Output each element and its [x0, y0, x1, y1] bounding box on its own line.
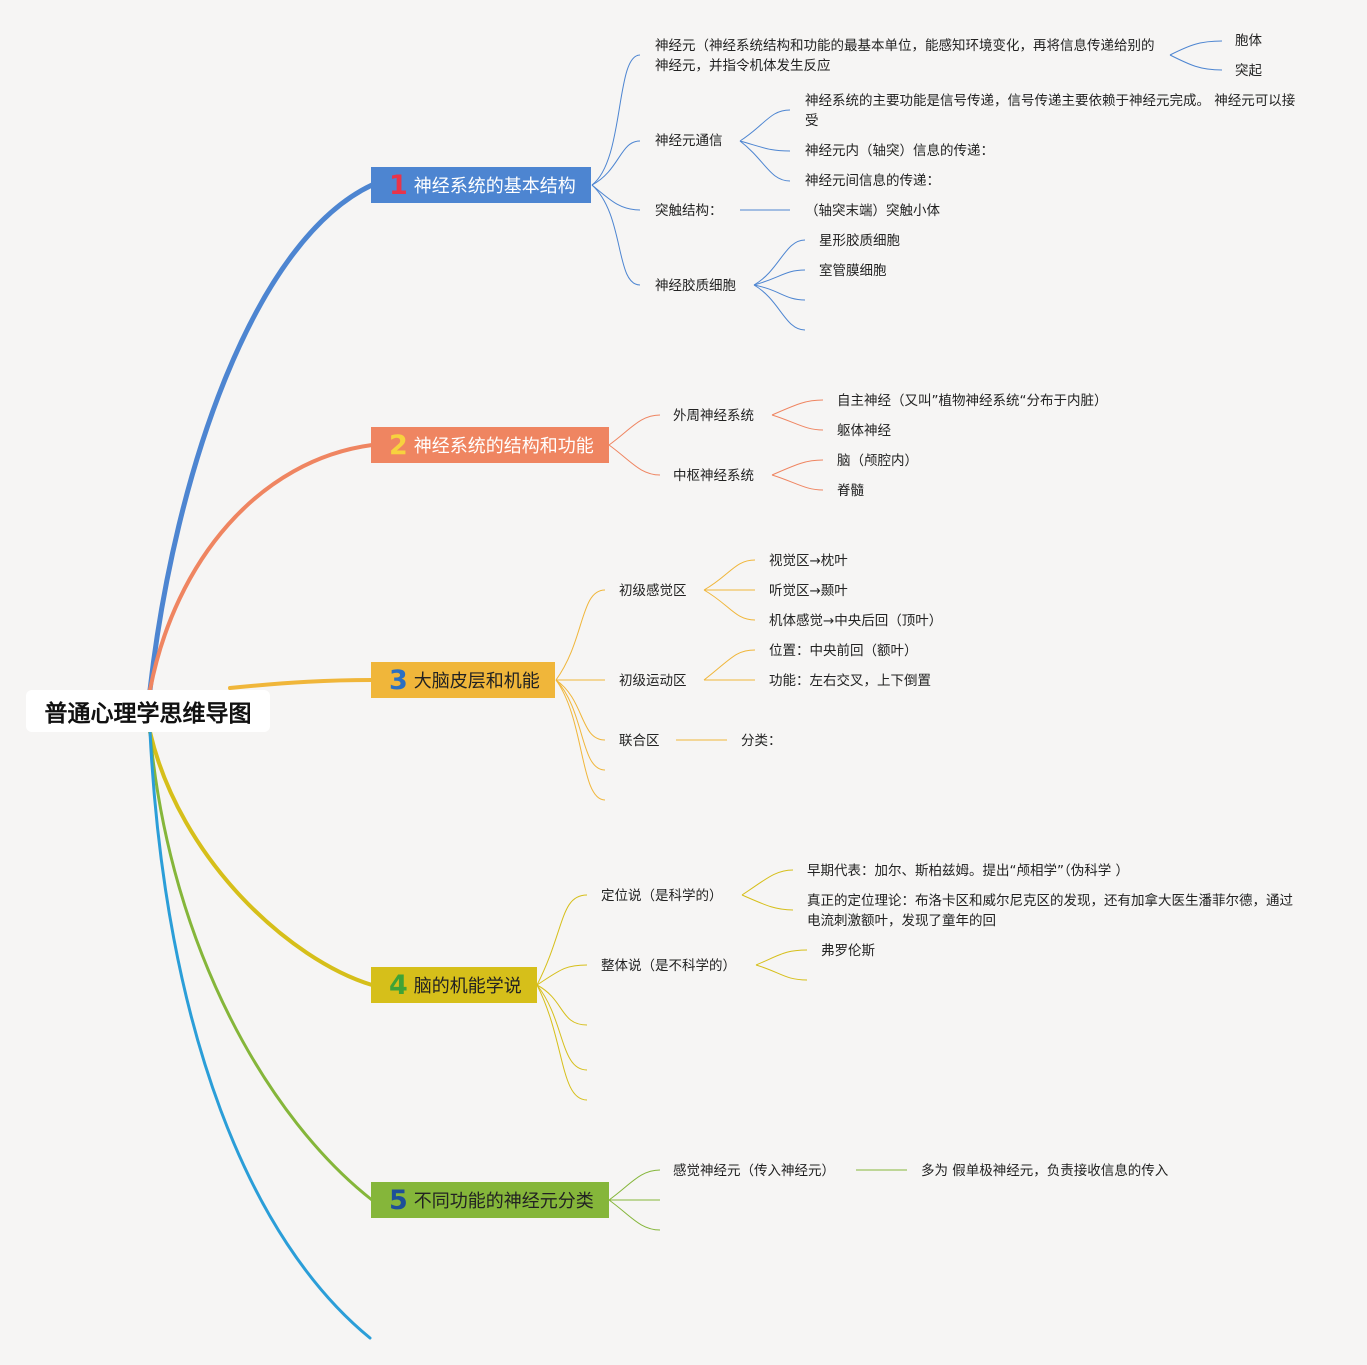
branch-2-topic[interactable]: 2 神经系统的结构和功能: [371, 427, 609, 463]
trunk-5: [148, 730, 374, 1202]
branch-5-topic[interactable]: 5 不同功能的神经元分类: [371, 1182, 609, 1218]
node-neuron[interactable]: 神经元（神经系统结构和功能的最基本单位，能感知环境变化，再将信息传递给别的神经元…: [655, 38, 1155, 74]
branch-number: 2: [389, 429, 408, 461]
node-synaptic-knob[interactable]: （轴突末端）突触小体: [805, 203, 940, 219]
node-processes[interactable]: 突起: [1235, 63, 1262, 79]
node-inter-neuron[interactable]: 神经元间信息的传递：: [805, 173, 940, 189]
node-brain[interactable]: 脑（颅腔内）: [837, 453, 918, 469]
node-true-localization[interactable]: 真正的定位理论：布洛卡区和威尔尼克区的发现，还有加拿大医生潘菲尔德，通过电流刺激…: [807, 893, 1293, 929]
node-visual-area[interactable]: 视觉区→枕叶: [769, 553, 848, 569]
node-somatosensory[interactable]: 机体感觉→中央后回（顶叶）: [769, 613, 943, 629]
node-ependymal[interactable]: 室管膜细胞: [819, 263, 887, 279]
branch-label: 神经系统的结构和功能: [413, 436, 594, 457]
branch-number: 1: [389, 169, 408, 201]
branch-number: 5: [389, 1184, 408, 1216]
branch-number: 4: [389, 969, 408, 1001]
branch-label: 大脑皮层和机能: [413, 671, 540, 692]
node-association-area[interactable]: 联合区: [619, 733, 660, 749]
node-early-representatives[interactable]: 早期代表：加尔、斯柏兹姆。提出“颅相学”（伪科学 ）: [807, 863, 1130, 879]
trunk-3: [228, 678, 374, 690]
node-holistic-theory[interactable]: 整体说（是不科学的）: [601, 958, 736, 974]
branch-label: 脑的机能学说: [413, 976, 522, 997]
branch-1-topic[interactable]: 1 神经系统的基本结构: [371, 167, 591, 203]
node-flourens[interactable]: 弗罗伦斯: [821, 943, 875, 959]
branch-label: 神经系统的基本结构: [413, 176, 576, 197]
node-intra-neuron[interactable]: 神经元内（轴突）信息的传递：: [805, 143, 994, 159]
node-peripheral[interactable]: 外周神经系统: [673, 408, 754, 424]
branch-3-topic[interactable]: 3 大脑皮层和机能: [371, 662, 555, 698]
node-autonomic[interactable]: 自主神经（又叫”植物神经系统“分布于内脏）: [837, 393, 1108, 409]
branch-label: 不同功能的神经元分类: [413, 1191, 594, 1212]
node-spinal-cord[interactable]: 脊髓: [837, 483, 864, 499]
trunk-6: [148, 730, 372, 1340]
node-glia[interactable]: 神经胶质细胞: [655, 278, 736, 294]
node-motor-location[interactable]: 位置：中央前回（额叶）: [769, 643, 918, 659]
node-astrocyte[interactable]: 星形胶质细胞: [819, 233, 900, 249]
node-neuron-communication[interactable]: 神经元通信: [655, 133, 723, 149]
node-pseudounipolar[interactable]: 多为 假单极神经元，负责接收信息的传入: [921, 1163, 1169, 1179]
node-signal-transmission[interactable]: 神经系统的主要功能是信号传递，信号传递主要依赖于神经元完成。 神经元可以接受: [805, 93, 1296, 129]
node-classification[interactable]: 分类：: [741, 733, 782, 749]
node-motor-function[interactable]: 功能：左右交叉，上下倒置: [769, 673, 931, 689]
node-auditory-area[interactable]: 听觉区→颞叶: [769, 583, 848, 599]
trunk-1: [147, 182, 375, 693]
trunk-2: [148, 443, 374, 692]
node-sensory-neuron[interactable]: 感觉神经元（传入神经元）: [673, 1163, 835, 1179]
node-sensory-area[interactable]: 初级感觉区: [619, 583, 687, 599]
trunk-4: [148, 730, 374, 987]
node-somatic[interactable]: 躯体神经: [837, 423, 891, 439]
node-motor-area[interactable]: 初级运动区: [619, 673, 687, 689]
node-synapse[interactable]: 突触结构：: [655, 203, 723, 219]
branch-number: 3: [389, 664, 408, 696]
node-cell-body[interactable]: 胞体: [1235, 33, 1262, 49]
node-localization-theory[interactable]: 定位说（是科学的）: [601, 888, 723, 904]
branch-4-topic[interactable]: 4 脑的机能学说: [371, 967, 537, 1003]
node-central[interactable]: 中枢神经系统: [673, 468, 754, 484]
root-topic[interactable]: 普通心理学思维导图: [26, 690, 270, 732]
